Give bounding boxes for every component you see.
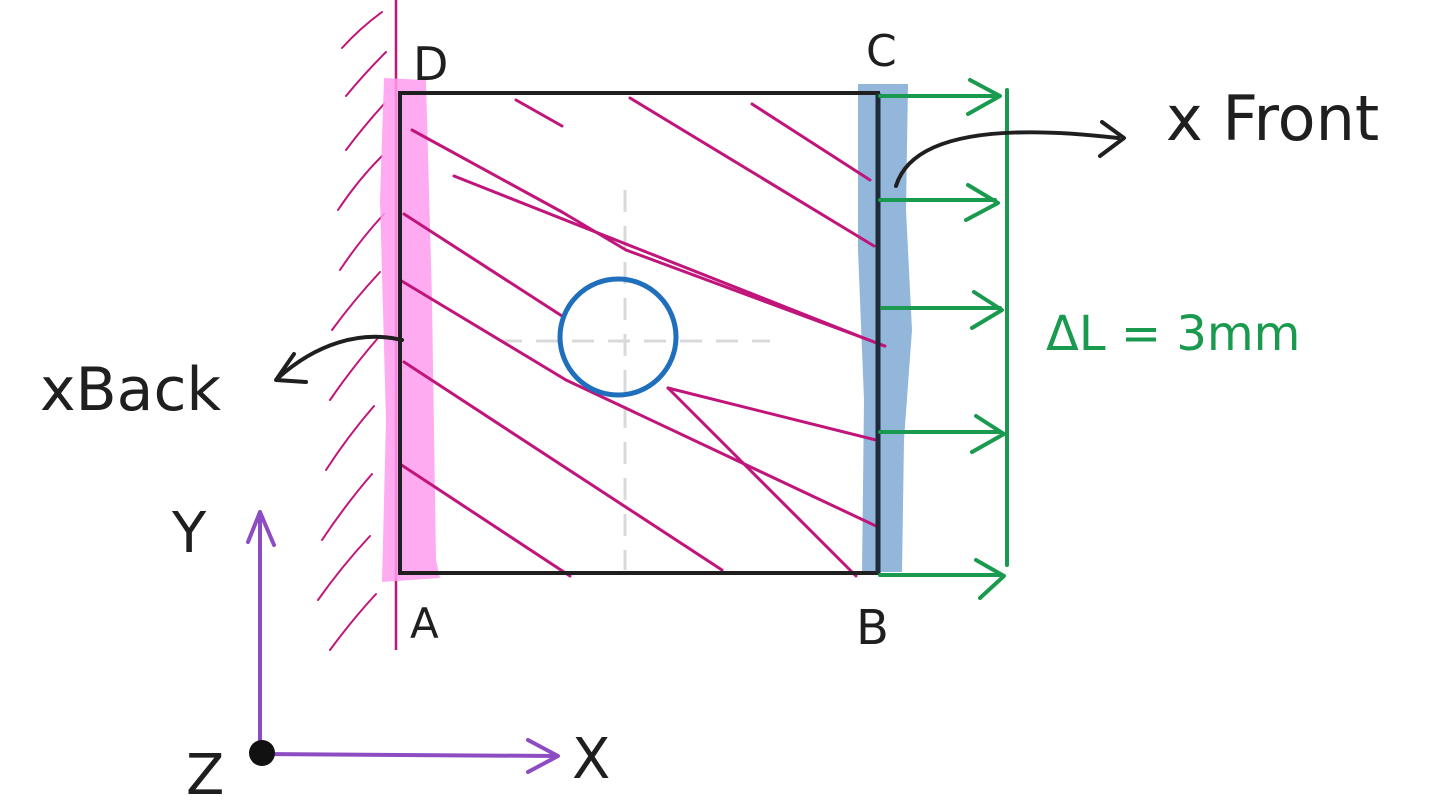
- displacement-arrow: [878, 558, 1006, 600]
- section-hatching: [398, 96, 887, 578]
- corner-label-a: A: [410, 599, 439, 648]
- coordinate-axes: [246, 510, 560, 774]
- x-axis-arrowhead: [526, 738, 560, 774]
- y-axis-label: Y: [171, 501, 207, 566]
- corner-label-b: B: [856, 600, 889, 656]
- corner-label-c: C: [866, 26, 897, 77]
- square-outline: [398, 91, 880, 575]
- corner-label-d: D: [413, 37, 448, 91]
- y-axis-arrowhead: [246, 510, 276, 547]
- displacement-arrows: [878, 78, 1009, 600]
- back-face-highlight: [380, 78, 440, 582]
- displacement-arrow: [878, 414, 1006, 454]
- back-leader-arrow: [274, 334, 404, 384]
- z-axis-label: Z: [186, 743, 224, 808]
- z-axis-dot: [249, 740, 275, 766]
- displacement-arrow: [878, 183, 1000, 222]
- front-face-highlight: [858, 84, 912, 572]
- displacement-arrow: [880, 290, 1004, 330]
- back-face-label: xBack: [40, 355, 221, 425]
- wall-hatching: [317, 11, 387, 651]
- x-axis-line: [258, 752, 557, 758]
- front-face-label: x Front: [1166, 82, 1379, 155]
- displacement-arrow: [878, 78, 1002, 116]
- central-hole: [557, 276, 679, 398]
- centerlines: [500, 190, 770, 570]
- displacement-label: ΔL = 3mm: [1046, 306, 1300, 362]
- front-leader-arrow: [894, 120, 1126, 188]
- x-axis-label: X: [572, 727, 610, 792]
